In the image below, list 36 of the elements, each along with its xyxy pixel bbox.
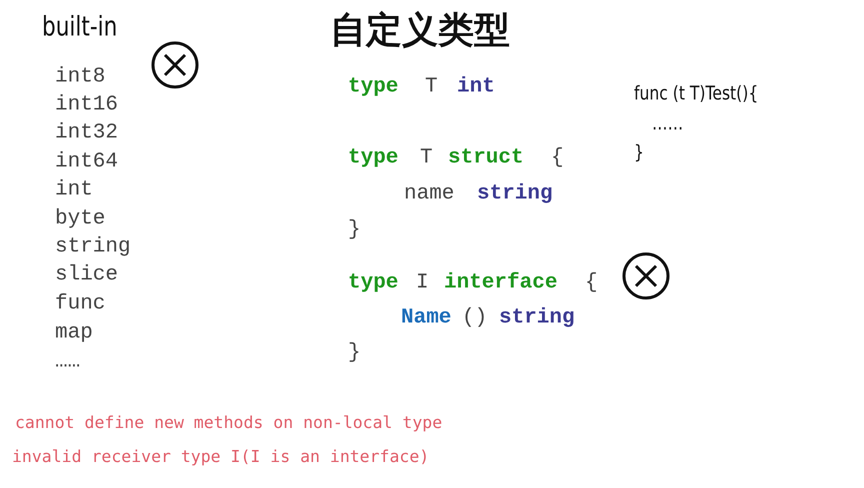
type-name: string bbox=[55, 236, 131, 258]
code-text: } bbox=[348, 220, 361, 240]
type-name: map bbox=[55, 322, 93, 344]
code-type: string bbox=[477, 184, 553, 204]
code-type: int bbox=[457, 76, 495, 98]
code-keyword: type bbox=[348, 76, 398, 98]
type-name: int8 bbox=[55, 66, 106, 88]
code-keyword: struct bbox=[448, 148, 524, 168]
code-text: …… bbox=[652, 114, 684, 134]
error-message: invalid receiver type I(I is an interface) bbox=[12, 448, 430, 466]
type-name: func bbox=[55, 294, 106, 314]
code-text: } bbox=[634, 144, 644, 162]
type-name: int64 bbox=[55, 152, 118, 172]
code-keyword: type bbox=[348, 272, 398, 294]
code-text: T bbox=[420, 148, 433, 168]
type-name: slice bbox=[55, 264, 118, 286]
code-text: func (t T)Test(){ bbox=[634, 84, 758, 104]
heading: built-in bbox=[42, 14, 118, 40]
code-method: Name bbox=[401, 308, 452, 328]
code-keyword: interface bbox=[444, 272, 558, 294]
code-keyword: type bbox=[348, 148, 398, 168]
code-text: () bbox=[462, 308, 488, 328]
code-text: { bbox=[551, 148, 564, 168]
type-name: …… bbox=[55, 352, 80, 372]
error-message: cannot define new methods on non-local type bbox=[15, 414, 442, 432]
code-type: string bbox=[499, 308, 575, 328]
type-name: int bbox=[55, 180, 93, 200]
code-text: T bbox=[425, 76, 438, 98]
type-name: int32 bbox=[55, 122, 118, 144]
code-text: I bbox=[416, 272, 429, 294]
type-name: byte bbox=[55, 208, 106, 230]
title: 自定义类型 bbox=[330, 12, 510, 48]
code-text: } bbox=[348, 342, 361, 364]
code-text: name bbox=[404, 184, 454, 204]
code-text: { bbox=[585, 272, 598, 294]
type-name: int16 bbox=[55, 94, 118, 116]
